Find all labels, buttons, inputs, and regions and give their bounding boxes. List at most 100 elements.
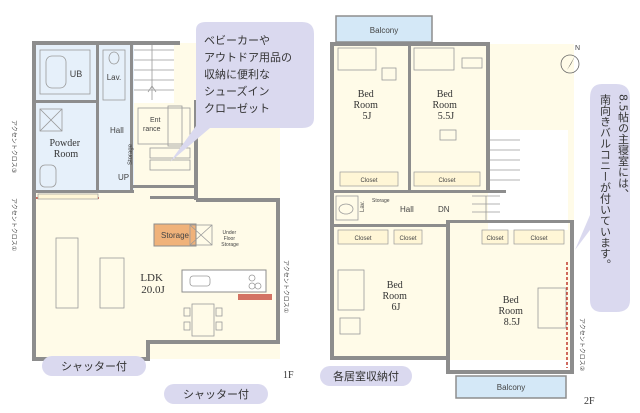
room-label-lav-2f: Lav. (360, 201, 366, 212)
accent-cloth-2-label: アクセントクロス② (578, 318, 585, 372)
shoe-shelf-1 (149, 147, 191, 159)
dining-chair-2 (183, 321, 191, 331)
wall-bed3-top (332, 224, 448, 227)
lav-room-2f (335, 195, 359, 221)
accent-cloth-1-label: アクセントクロス① (10, 198, 17, 251)
wall-1f-left (32, 41, 36, 361)
wall-ub-lav (96, 43, 99, 103)
accent-back-panel (238, 294, 272, 300)
kitchen-sink (189, 275, 211, 287)
floor-storage-hatch (189, 224, 213, 246)
callout-text-1f: ベビーカーや アウトドア用品の 収納に便利な シューズイン クローゼット (204, 34, 296, 115)
toilet-2f-icon (338, 203, 354, 215)
wall-bed1-bottom (332, 190, 408, 193)
stairs-icon (134, 45, 174, 100)
stairs-area-1f (134, 43, 174, 103)
bed-icon (337, 47, 377, 71)
balcony-top (335, 15, 433, 43)
first-floor-plan: UB Lav. Powder Room アクセントクロス③ Hall Stora… (10, 22, 314, 404)
wall-1f-upper-right (196, 198, 280, 202)
room-label-bed-5j: Bed Room 5J (354, 89, 381, 122)
bathtub-icon (39, 49, 91, 95)
kitchen-stove-icon (248, 274, 262, 290)
dining-chair-1 (183, 307, 191, 317)
wall-1f-top-mid (132, 41, 180, 45)
room-label-balcony-top: Balcony (370, 26, 398, 35)
wall-bed1-bed2 (408, 42, 411, 192)
closet-label-bed-5j: Closet (360, 178, 377, 184)
room-label-ldk: LDK 20.0J (140, 272, 165, 296)
wall-bed2-bottom (408, 190, 488, 193)
room-label-toilet-storage: Storage (372, 198, 390, 204)
desk-6j-icon (339, 317, 361, 335)
closet-label-bed-55j: Closet (438, 178, 455, 184)
stairs-up-label: UP (118, 173, 129, 182)
dining-table (191, 303, 215, 337)
closet-bed-55j (413, 171, 481, 187)
wall-2f-bottom-left (330, 356, 450, 360)
accent-cloth-1b-label: アクセントクロス① (282, 260, 289, 313)
stairs-2f-icon (472, 139, 520, 220)
balcony-bottom (455, 375, 567, 399)
dining-chair-4 (215, 321, 223, 331)
storage-note-label: 各居室収納付 (333, 369, 399, 383)
room-label-powder: Powder Room (49, 138, 82, 160)
closet-label-bed-6j-2: Closet (399, 236, 416, 242)
bed-55j-icon (413, 47, 455, 71)
wall-1f-top-left (32, 41, 132, 45)
wall-hall-ldk (130, 185, 196, 188)
wall-powder-bottom (34, 190, 134, 193)
desk-chair-55j (439, 129, 457, 141)
lav-room (102, 49, 126, 101)
washer-icon (39, 108, 63, 132)
accent-cloth-3-label: アクセントクロス③ (10, 120, 17, 173)
wall-2f-inner-top-right (486, 42, 490, 192)
bed-5j-area (332, 44, 410, 194)
floor-label-1f: 1F (283, 370, 294, 381)
dining-chair-3 (215, 307, 223, 317)
closet-label-bed-85j-1: Closet (486, 236, 503, 242)
wall-hall-left (130, 43, 133, 193)
room-label-storage-small: Storage (128, 143, 134, 165)
shutter-badge-left (42, 356, 146, 376)
closet-bed-6j-1 (337, 229, 389, 245)
shutter-label-left: シャッター付 (61, 360, 127, 373)
room-label-entrance: Ent rance (143, 117, 162, 133)
low-cabinet (37, 193, 99, 200)
wall-1f-right (276, 200, 280, 344)
bed-55j-area (410, 44, 488, 194)
shoe-closet (167, 105, 183, 147)
storage-note-badge (320, 366, 412, 386)
floor-storage-label: Under Floor Storage (221, 230, 239, 248)
toilet-icon (108, 51, 120, 65)
desk-icon (381, 67, 397, 81)
shoe-shelf-2 (149, 159, 191, 171)
bathtub-basin (45, 55, 67, 89)
wet-area (34, 43, 134, 193)
stairs-down-label: DN (438, 205, 450, 214)
sofa-icon (55, 237, 79, 309)
coffee-table (99, 257, 125, 309)
shutter-label-bottom: シャッター付 (183, 388, 249, 401)
callout-bubble-2f (575, 84, 630, 312)
callout-text-2f-line2: 南向きバルコニーが付いています。 (599, 94, 612, 270)
wall-2f-left (330, 42, 334, 360)
room-label-storage: Storage (161, 231, 190, 240)
closet-bed-6j-2 (393, 229, 423, 245)
callout-bubble-1f (170, 22, 314, 162)
storage-room (153, 223, 197, 247)
room-label-lav-1f: Lav. (107, 73, 122, 82)
compass-label: N (575, 45, 580, 52)
bed-85j-icon (537, 287, 567, 329)
closet-label-bed-85j-2: Closet (530, 236, 547, 242)
sink-icon (39, 164, 57, 188)
callout-text-2f-line1: 8.5帖の主寝室には、 (617, 94, 630, 200)
room-label-ub: UB (70, 69, 83, 79)
room-label-bed-6j: Bed Room 6J (383, 280, 410, 313)
kitchen-counter (181, 269, 267, 293)
room-label-hall-2f: Hall (400, 205, 414, 214)
floor-label-2f: 2F (584, 396, 595, 407)
wall-2f-stair-top (486, 190, 506, 193)
wall-1f-entrance-right (194, 100, 198, 200)
